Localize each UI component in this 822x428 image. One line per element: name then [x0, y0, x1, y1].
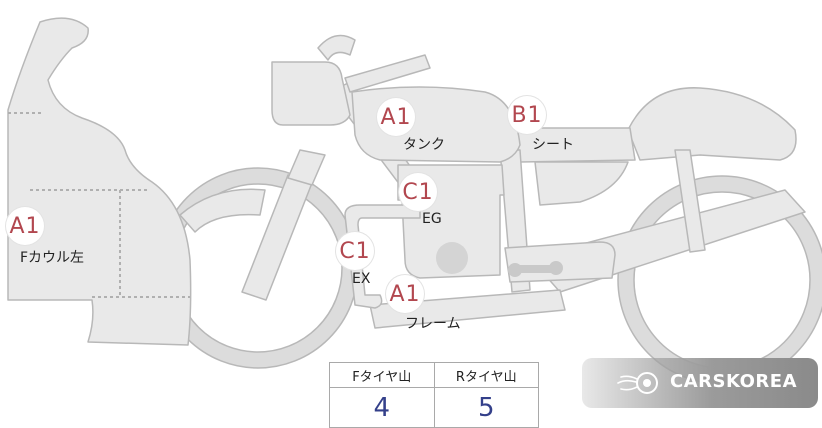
side-cover	[534, 161, 629, 206]
part-label-tank: タンク	[403, 137, 445, 153]
carskorea-logo: CARSKOREA	[582, 358, 818, 408]
muffler	[504, 241, 616, 283]
part-label-frame: フレーム	[405, 316, 461, 332]
flame-wheel-icon	[617, 372, 658, 394]
engine-cover	[436, 242, 468, 274]
part-label-exhaust: EX	[352, 271, 371, 287]
part-label-front-cowl-left: Fカウル左	[20, 250, 85, 266]
handlebar	[317, 34, 356, 61]
headlight	[271, 61, 351, 126]
grade-marker-frame: A1	[386, 275, 424, 313]
rear-tread-header: Rタイヤ山	[433, 362, 539, 388]
front-fender	[179, 188, 266, 233]
frame-lower	[369, 289, 566, 329]
rear-shock	[674, 149, 706, 253]
rear-tread-value: 5	[433, 387, 539, 428]
tire-tread-table: Fタイヤ山 Rタイヤ山 4 5	[329, 362, 539, 428]
front-cowl	[7, 17, 192, 346]
grade-marker-exhaust: C1	[336, 232, 374, 270]
logo-text: CARSKOREA	[670, 371, 797, 392]
grade-marker-tank: A1	[377, 98, 415, 136]
front-tread-value: 4	[329, 387, 435, 428]
fork-upper	[287, 149, 326, 186]
part-label-engine: EG	[422, 211, 442, 227]
grade-marker-front-cowl-left: A1	[6, 207, 44, 245]
frame-down	[344, 54, 431, 93]
front-tread-header: Fタイヤ山	[329, 362, 435, 388]
grade-marker-engine: C1	[399, 173, 437, 211]
rear-fender	[627, 87, 797, 161]
part-label-seat: シート	[532, 137, 574, 153]
grade-marker-seat: B1	[508, 96, 546, 134]
